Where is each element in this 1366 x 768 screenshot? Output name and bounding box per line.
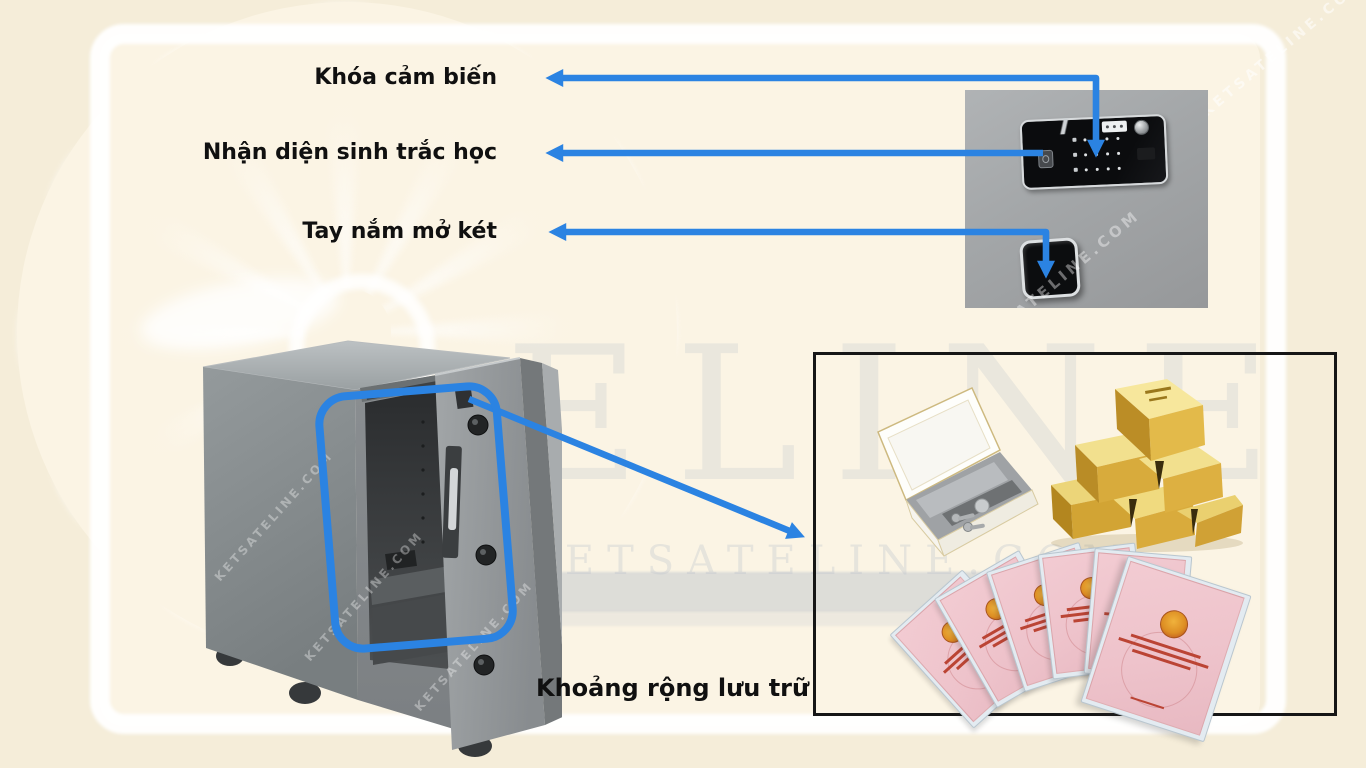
keypad-row [1073, 166, 1129, 172]
book-safe-illustration [877, 386, 1039, 557]
lock-panel-photo: KETSATELINE.COM [965, 90, 1208, 308]
door-lock-mechanism [454, 384, 474, 410]
safe-side-face [203, 367, 358, 700]
safe-top-face [202, 340, 511, 391]
valuables-box [813, 352, 1337, 716]
label-biometric: Nhận diện sinh trắc học [202, 140, 497, 165]
keypad-row [1072, 136, 1127, 142]
keypad-panel [1019, 113, 1169, 191]
safe-photo: KETSATELINE.COM KETSATELINE.COM KETSATEL… [202, 340, 562, 757]
panel-reflection [1043, 117, 1085, 136]
power-button [1133, 119, 1150, 136]
book-base [905, 452, 1039, 557]
page-frame [90, 24, 1286, 734]
panel-screen [1136, 147, 1156, 161]
land-certificates-illustration [889, 541, 1275, 743]
label-sensor-lock: Khóa cảm biến [314, 65, 497, 90]
gold-tier-top [1115, 379, 1205, 461]
fingerprint-sensor [1037, 149, 1054, 169]
book-lid [877, 386, 1001, 502]
keypad-row [1073, 151, 1128, 157]
label-handle: Tay nắm mở két [302, 219, 497, 244]
book-keys [951, 498, 990, 532]
indicator-chip [1101, 120, 1128, 133]
gold-bars-illustration [1051, 379, 1243, 552]
label-storage: Khoảng rộng lưu trữ [536, 674, 810, 702]
